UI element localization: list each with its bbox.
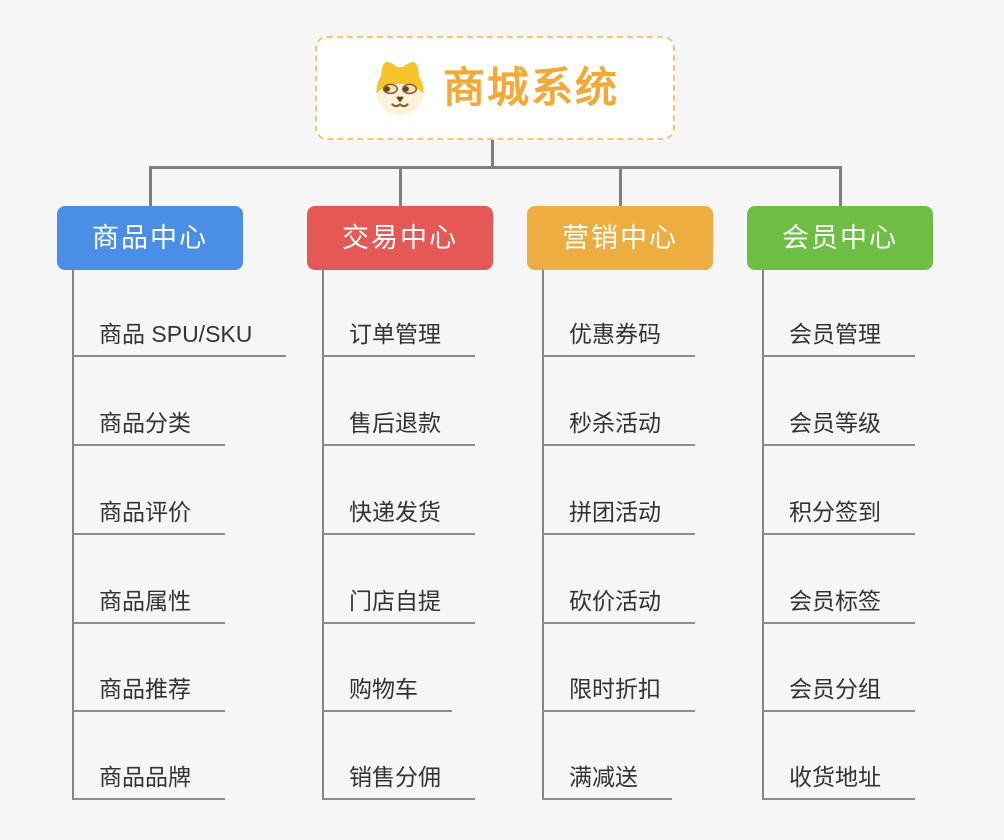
branch-node-marketing-center[interactable]: 营销中心 <box>527 206 713 270</box>
leaf-item[interactable]: 会员标签 <box>762 584 915 624</box>
connector-drop-3 <box>619 166 622 206</box>
branch-node-trade-center[interactable]: 交易中心 <box>307 206 493 270</box>
leaf-item[interactable]: 收货地址 <box>762 760 915 800</box>
connector-drop-4 <box>839 166 842 206</box>
leaf-item[interactable]: 满减送 <box>542 760 672 800</box>
branch-label: 营销中心 <box>562 222 678 253</box>
leaf-item[interactable]: 秒杀活动 <box>542 406 695 446</box>
leaf-item[interactable]: 拼团活动 <box>542 495 695 535</box>
connector-drop-1 <box>149 166 152 206</box>
leaf-item[interactable]: 商品推荐 <box>72 672 225 712</box>
leaf-item[interactable]: 限时折扣 <box>542 672 695 712</box>
leaf-item[interactable]: 商品评价 <box>72 495 225 535</box>
connector-horizontal-bar <box>149 166 842 169</box>
leaf-item[interactable]: 商品属性 <box>72 584 225 624</box>
branch-node-product-center[interactable]: 商品中心 <box>57 206 243 270</box>
leaf-item[interactable]: 销售分佣 <box>322 760 475 800</box>
leaf-item[interactable]: 购物车 <box>322 672 452 712</box>
leaf-item[interactable]: 积分签到 <box>762 495 915 535</box>
branch-node-member-center[interactable]: 会员中心 <box>747 206 933 270</box>
connector-rail-marketing <box>542 270 544 800</box>
leaf-item[interactable]: 门店自提 <box>322 584 475 624</box>
leaf-item[interactable]: 砍价活动 <box>542 584 695 624</box>
leaf-item[interactable]: 商品 SPU/SKU <box>72 317 287 357</box>
connector-drop-2 <box>399 166 402 206</box>
leaf-item[interactable]: 会员分组 <box>762 672 915 712</box>
connector-rail-member <box>762 270 764 800</box>
branch-label: 商品中心 <box>92 222 208 253</box>
leaf-item[interactable]: 商品分类 <box>72 406 225 446</box>
branch-label: 交易中心 <box>342 222 458 253</box>
dog-face-icon <box>376 61 424 116</box>
connector-rail-trade <box>322 270 324 800</box>
leaf-item[interactable]: 快递发货 <box>322 495 475 535</box>
branch-label: 会员中心 <box>782 222 898 253</box>
leaf-item[interactable]: 售后退款 <box>322 406 475 446</box>
leaf-item[interactable]: 优惠券码 <box>542 317 695 357</box>
connector-root-stem <box>491 140 494 169</box>
root-title: 商城系统 <box>442 64 619 111</box>
connector-rail-product <box>72 270 74 800</box>
leaf-item[interactable]: 订单管理 <box>322 317 475 357</box>
leaf-item[interactable]: 商品品牌 <box>72 760 225 800</box>
leaf-item[interactable]: 会员管理 <box>762 317 915 357</box>
leaf-item[interactable]: 会员等级 <box>762 406 915 446</box>
root-node[interactable]: 商城系统 <box>315 36 675 140</box>
